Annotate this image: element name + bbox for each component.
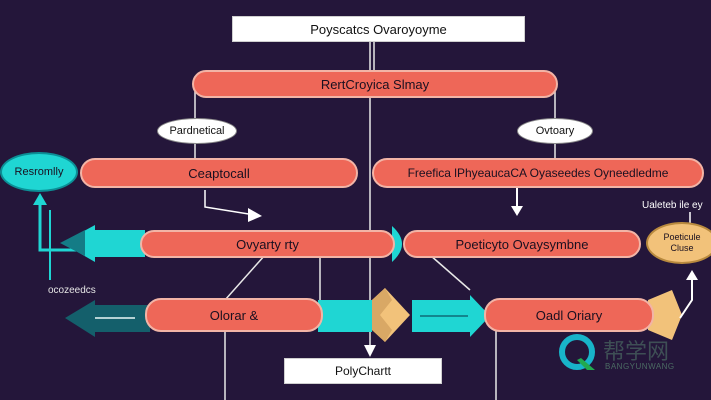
- right-diagonal: [429, 254, 471, 291]
- right-row3-node: Oadl Oriary: [484, 298, 654, 332]
- left-side-label: ocozeedcs: [48, 285, 96, 296]
- watermark-logo-icon: [559, 334, 595, 370]
- watermark: 帮学网 BANGYUNWANG: [555, 332, 711, 374]
- left-row1-arrowhead: [248, 208, 262, 222]
- row3-teal-block: [318, 300, 372, 332]
- right-side-label: Ualeteb ile ey: [642, 200, 703, 211]
- right-decision-oval: Ovtoary: [517, 118, 593, 144]
- left-teal-node: Resromlly: [0, 152, 78, 192]
- left-row1-node: Ceaptocall: [80, 158, 358, 188]
- watermark-cjk: 帮学网: [603, 340, 670, 365]
- left-row3-node: Olorar &: [145, 298, 323, 332]
- right-badge-node: Poeticule Cluse: [646, 222, 711, 264]
- left-row1-arrow: [204, 190, 256, 216]
- center-chevron-shade: [372, 288, 392, 342]
- teal-loop-arrowhead: [33, 193, 47, 205]
- bottom-chart-box: PolyChartt: [284, 358, 442, 384]
- center-arrowhead: [364, 345, 376, 357]
- right-row1-node: Freefica lPhyeaucaCA Oyaseedes Oyneedled…: [372, 158, 704, 188]
- diagram-title: Poyscatcs Ovaroyoyme: [232, 16, 525, 42]
- teal-loop-arrow: [38, 200, 85, 252]
- right-badge-line1: Poeticule: [663, 232, 701, 242]
- left-row2-node: Ovyarty rty: [140, 230, 395, 258]
- left-decision-oval: Pardnetical: [157, 118, 237, 144]
- row2-teal-cap: [392, 226, 402, 262]
- right-chevron: [648, 290, 682, 340]
- watermark-latin: BANGYUNWANG: [605, 362, 675, 371]
- top-process-bar: RertCroyica Slmay: [192, 70, 558, 98]
- right-row2-node: Poeticyto Ovaysymbne: [403, 230, 641, 258]
- left-diagonal: [224, 254, 266, 301]
- right-chevron-arrow: [679, 276, 693, 319]
- row2-left-dark-arrow: [60, 230, 85, 256]
- right-chevron-arrowhead: [686, 270, 698, 280]
- right-row1-arrowhead: [511, 206, 523, 216]
- right-badge-line2: Cluse: [670, 243, 694, 253]
